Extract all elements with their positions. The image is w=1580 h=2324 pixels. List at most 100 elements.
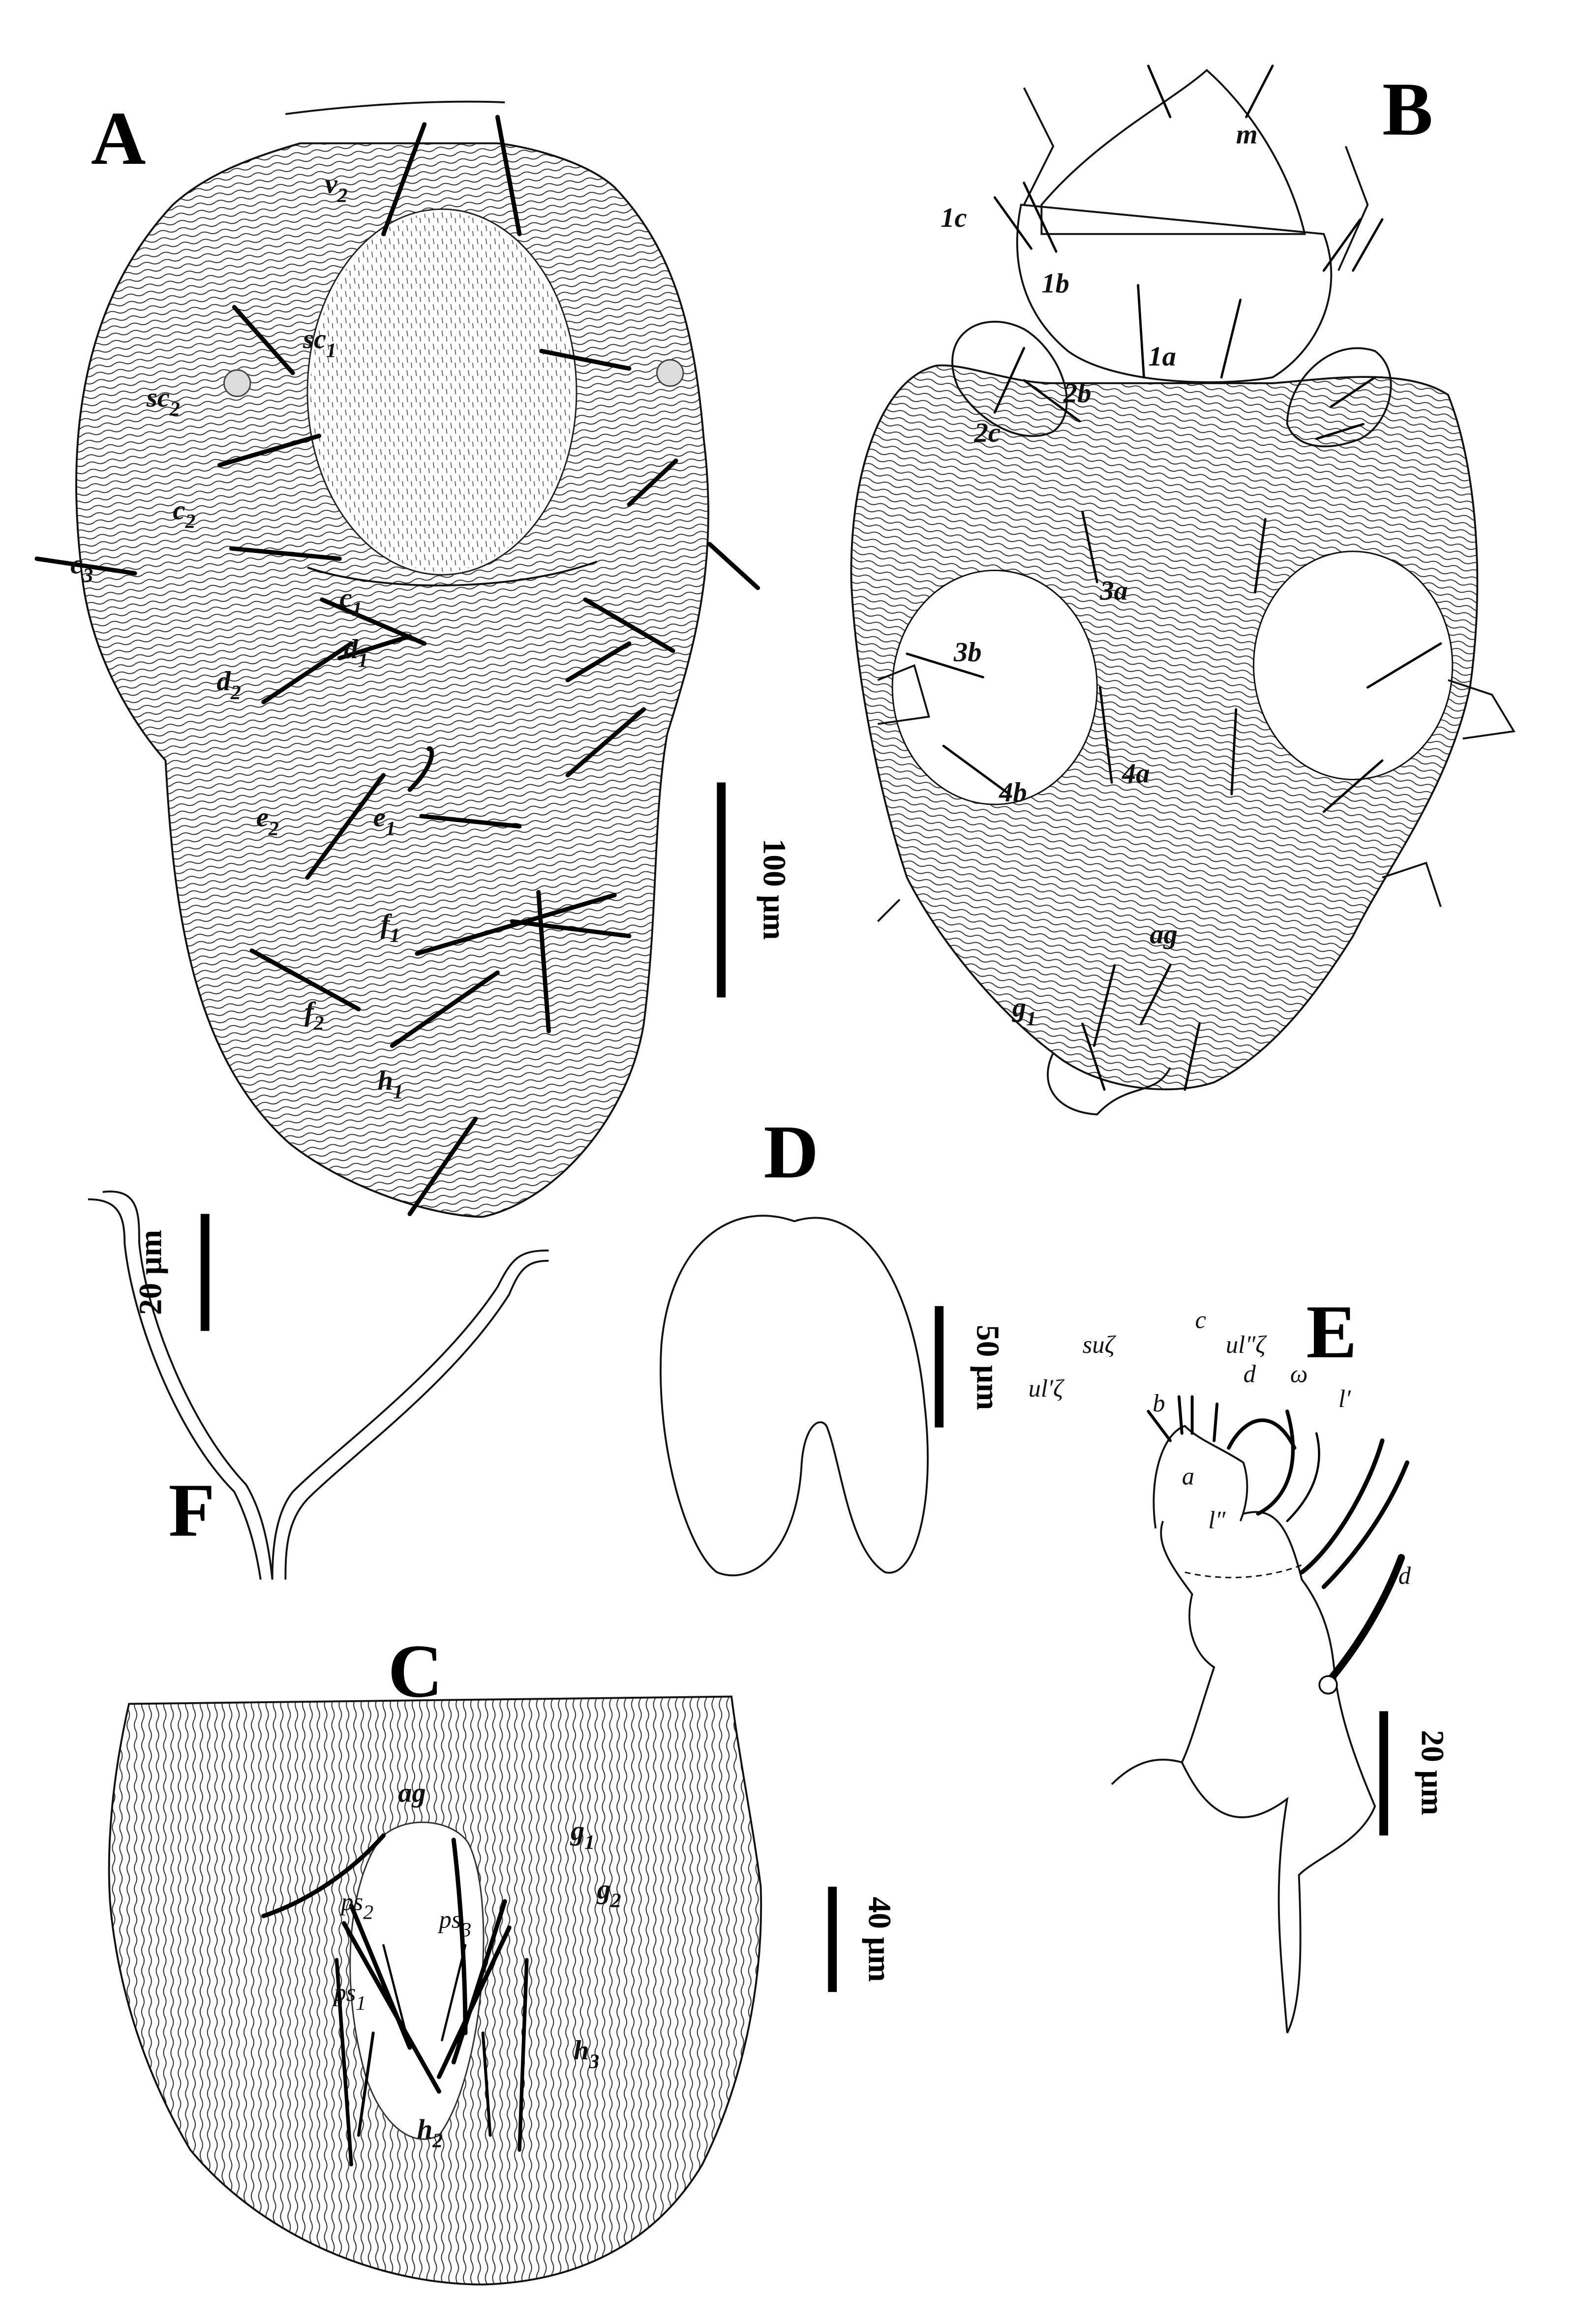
seta-label-subscript: 1 xyxy=(584,1831,595,1854)
seta-label-base: h xyxy=(574,2035,589,2066)
seta-label-base: 3a xyxy=(1099,576,1127,606)
seta-label-subscript: 2 xyxy=(432,2129,443,2152)
leg-outline xyxy=(1111,1511,1376,2034)
seta-label: ps1 xyxy=(332,1979,366,2015)
seta-label-base: ag xyxy=(1150,919,1177,950)
dorsal-setae xyxy=(34,115,760,1216)
seta-label: m xyxy=(1236,119,1258,150)
seta-label: ps3 xyxy=(437,1905,471,1941)
seta-label: d1 xyxy=(344,634,368,672)
seta-label: ps2 xyxy=(339,1888,373,1924)
seta-label-base: h xyxy=(417,2114,432,2144)
seta-label-base: ps xyxy=(339,1888,363,1916)
seta-label: c xyxy=(1195,1306,1206,1333)
seta-label-base: h xyxy=(378,1066,393,1096)
seta-label-base: 2b xyxy=(1063,378,1091,409)
scale-bar-d-label: 50 μm xyxy=(970,1325,1005,1410)
scale-bar-c-label: 40 μm xyxy=(862,1896,897,1982)
panel-label-b: B xyxy=(1382,67,1433,152)
seta-label: ag xyxy=(398,1778,425,1808)
coxa-ii-left xyxy=(951,321,1068,437)
seta-label: 4a xyxy=(1122,759,1150,789)
coxa-ii-right xyxy=(1286,347,1392,448)
seta-label-subscript: 2 xyxy=(184,510,195,533)
seta-label: 1c xyxy=(941,203,967,233)
seta-label-subscript: 2 xyxy=(313,1012,324,1035)
seta-label-subscript: 2 xyxy=(610,1890,621,1912)
seta-label: f1 xyxy=(381,909,400,947)
seta-label: h2 xyxy=(417,2114,443,2152)
seta-label-subscript: 1 xyxy=(352,598,362,621)
seta-label-subscript: 2 xyxy=(268,818,279,840)
seta-label-base: ps xyxy=(332,1979,356,2006)
seta-label-base: c xyxy=(339,583,352,613)
seta-label-subscript: 1 xyxy=(386,818,396,840)
seta-label-subscript: 2 xyxy=(169,398,180,420)
seta-label-base: 1b xyxy=(1041,269,1069,299)
shield-posterior-margin xyxy=(307,560,598,586)
eye-right xyxy=(656,359,684,387)
seta-label-base: g xyxy=(570,1816,584,1846)
seta-label: suζ xyxy=(1083,1331,1117,1358)
coxa-iii-right xyxy=(1252,550,1454,781)
eye-left xyxy=(223,369,251,398)
seta-label-subscript: 2 xyxy=(337,184,348,207)
seta-label: l″ xyxy=(1208,1506,1226,1534)
seta-label-subscript: 1 xyxy=(326,339,336,362)
seta-label-base: 1a xyxy=(1148,341,1176,372)
seta-label-subscript: 1 xyxy=(358,649,368,672)
seta-label: g2 xyxy=(596,1874,621,1912)
seta-label-subscript: 1 xyxy=(1026,1008,1036,1030)
anal-region xyxy=(349,1821,485,2140)
seta-label: e2 xyxy=(256,802,279,840)
tarsus-tip xyxy=(1153,1425,1248,1529)
seta-label: c3 xyxy=(70,549,93,587)
seta-label-subscript: 3 xyxy=(588,2050,599,2073)
seta-label-base: 2c xyxy=(974,418,1001,448)
panel-f-structure: F 20 μm xyxy=(88,1191,549,1580)
seta-label-subscript: 3 xyxy=(460,1919,471,1941)
seta-label: 2b xyxy=(1063,378,1091,409)
seta-label: c2 xyxy=(173,495,195,533)
seta-label: sc1 xyxy=(303,324,336,362)
seta-label-subscript: 3 xyxy=(82,564,93,587)
ovoid-structure-outline xyxy=(660,1215,929,1577)
segment-suture xyxy=(1185,1564,1303,1579)
coxal-region-1 xyxy=(1016,204,1333,383)
panel-label-a: A xyxy=(91,96,146,181)
seta-label-base: sc xyxy=(303,324,326,355)
scale-bar-a-label: 100 μm xyxy=(756,839,791,940)
seta-label: 1b xyxy=(1041,269,1069,299)
seta-label-base: v xyxy=(325,169,338,199)
seta-label: ω xyxy=(1290,1360,1308,1387)
seta-label: h1 xyxy=(378,1066,403,1103)
seta-label: v2 xyxy=(325,169,348,207)
shield-ornamentation xyxy=(310,212,574,572)
seta-label: g1 xyxy=(1011,992,1036,1030)
seta-label-subscript: 1 xyxy=(356,1992,366,2015)
seta-label-subscript: 1 xyxy=(393,1081,403,1103)
panel-label-d: D xyxy=(763,1110,819,1194)
seta-label-base: f xyxy=(381,909,393,940)
seta-label-base: e xyxy=(256,802,269,833)
panel-d-structure: D 50 μm xyxy=(660,1110,1005,1577)
seta-label: l′ xyxy=(1338,1385,1351,1412)
spermatheca-duct-right xyxy=(271,1249,549,1580)
seta-label-base: g xyxy=(1011,992,1026,1023)
seta-label-base: d xyxy=(217,666,231,697)
seta-label: sc2 xyxy=(146,382,180,420)
scale-bar-f-label: 20 μm xyxy=(133,1230,169,1315)
ventral-body-outline xyxy=(850,364,1479,1091)
seta-label-base: c xyxy=(173,495,185,525)
spermatheca-duct-left xyxy=(88,1191,273,1580)
seta-label-subscript: 2 xyxy=(363,1901,373,1924)
seta-label-base: ag xyxy=(398,1778,425,1808)
seta-label-base: ps xyxy=(437,1905,461,1933)
seta-label-base: 1c xyxy=(941,203,967,233)
seta-label: ul″ζ xyxy=(1226,1331,1267,1358)
